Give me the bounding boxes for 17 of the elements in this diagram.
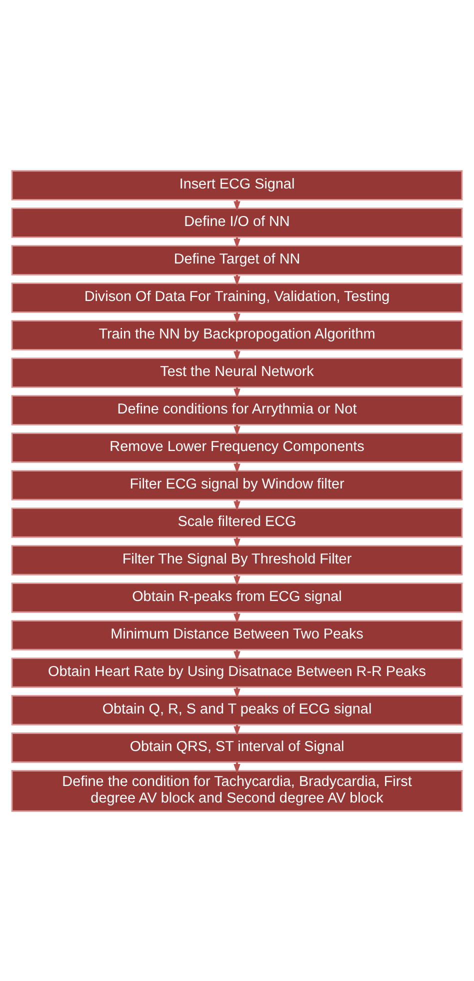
node-box: Scale filtered ECG (11, 507, 463, 538)
node-box: Filter ECG signal by Window filter (11, 470, 463, 500)
node-box: Define the condition for Tachycardia, Bradycardia, First degree AV block and Second degree AV block (11, 770, 463, 812)
node-box: Test the Neural Network (11, 357, 463, 388)
node-box: Obtain QRS, ST interval of Signal (11, 732, 463, 762)
node-box: Divison Of Data For Training, Validation, Testing (11, 282, 463, 312)
node-box: Obtain Heart Rate by Using Disatnace Between R-R Peaks (11, 657, 463, 688)
node-box: Obtain R-peaks from ECG signal (11, 582, 463, 612)
node-box: Define I/O of NN (11, 207, 463, 238)
node-box: Remove Lower Frequency Components (11, 432, 463, 462)
node-box: Obtain Q, R, S and T peaks of ECG signal (11, 694, 463, 725)
node-box: Insert ECG Signal (11, 170, 463, 200)
node-box: Define Target of NN (11, 244, 463, 275)
node-box: Train the NN by Backpropogation Algorithm (11, 320, 463, 350)
node-box: Minimum Distance Between Two Peaks (11, 620, 463, 650)
node-box: Define conditions for Arrythmia or Not (11, 394, 463, 425)
node-box: Filter The Signal By Threshold Filter (11, 544, 463, 575)
